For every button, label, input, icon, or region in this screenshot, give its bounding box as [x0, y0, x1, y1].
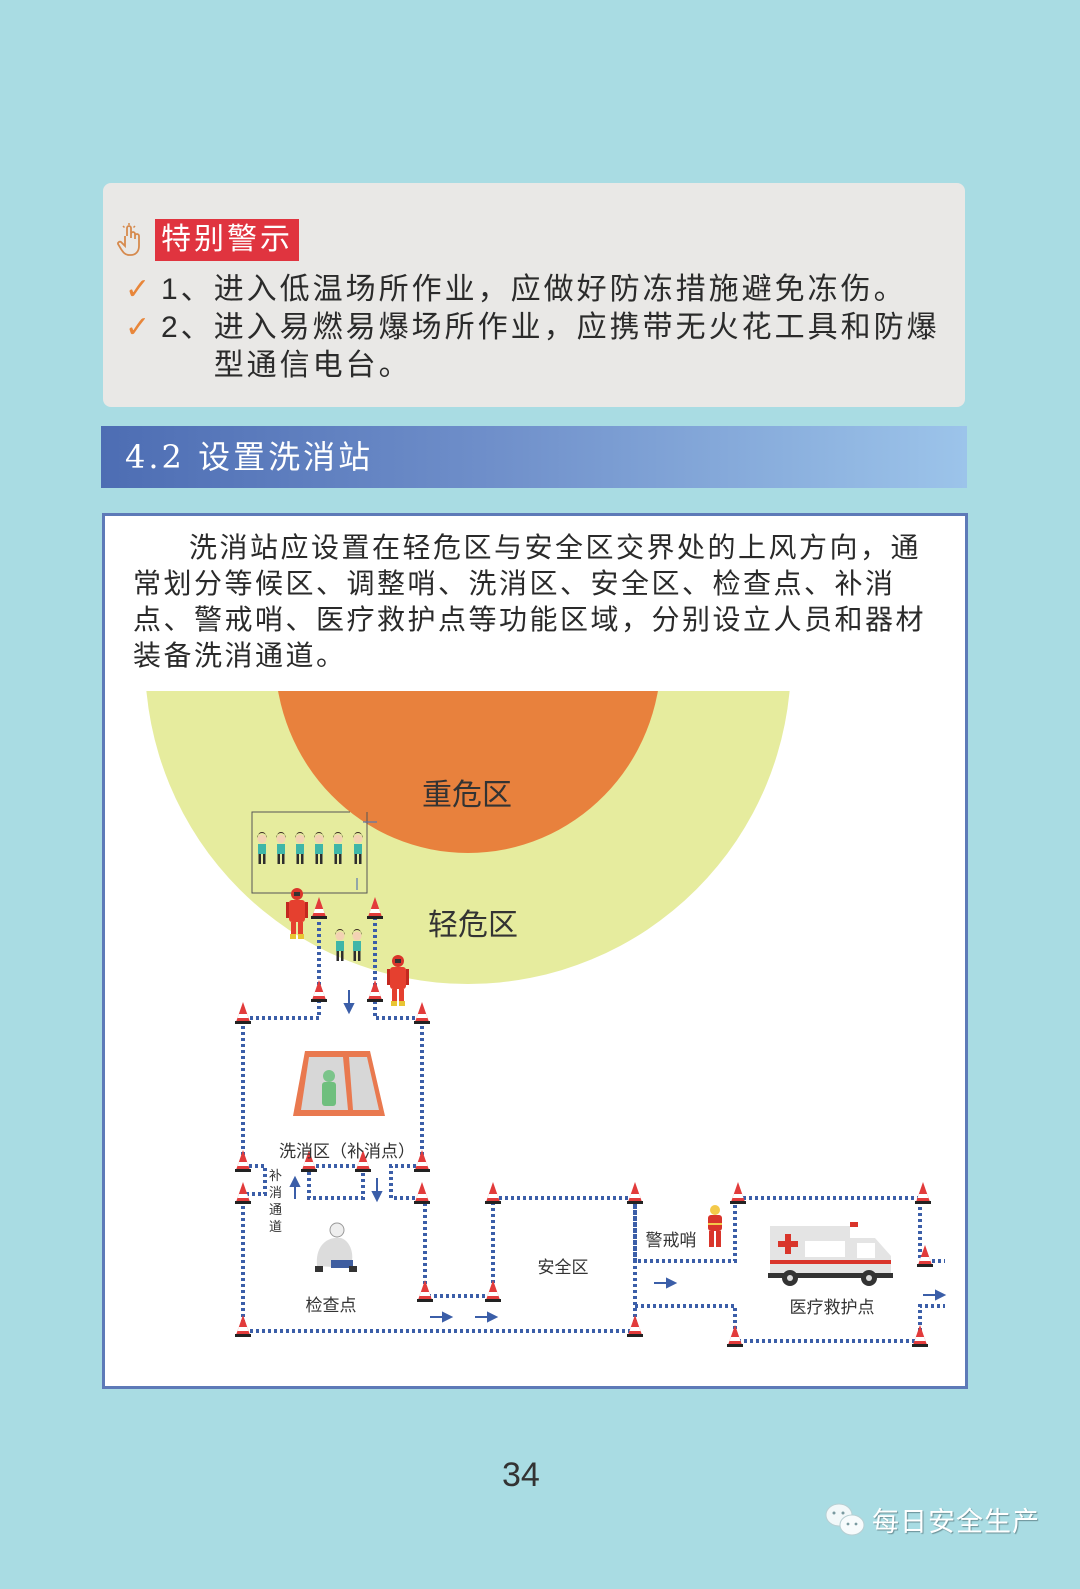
traffic-cones — [235, 897, 933, 1347]
section-header: 4.2 设置洗消站 — [101, 426, 967, 488]
wechat-icon — [825, 1503, 865, 1535]
flow-arrows — [289, 990, 947, 1323]
checkpoint-label: 检查点 — [306, 1296, 357, 1316]
decon-zone-label: 洗消区（补消点） — [279, 1142, 415, 1162]
supplement-channel-label: 补 消 通 道 — [269, 1169, 282, 1235]
svg-text:通: 通 — [269, 1203, 282, 1218]
check-icon: ✓ — [125, 272, 154, 307]
page-number: 34 — [502, 1456, 540, 1494]
warning-item: ✓ 2、 进入易燃易爆场所作业，应携带无火花工具和防爆型通信电台。 — [125, 310, 940, 383]
guard-post-label: 警戒哨 — [646, 1231, 697, 1251]
watermark: 每日安全生产 — [824, 1500, 1040, 1539]
svg-text:消: 消 — [269, 1186, 282, 1201]
medical-point-label: 医疗救护点 — [790, 1298, 875, 1318]
warning-item: ✓ 1、 进入低温场所作业，应做好防冻措施避免冻伤。 — [125, 272, 907, 307]
check-icon: ✓ — [125, 310, 154, 345]
warning-list: ✓ 1、 进入低温场所作业，应做好防冻措施避免冻伤。 ✓ 2、 进入易燃易爆场所… — [125, 271, 949, 385]
waiting-area — [251, 811, 377, 961]
warning-header: 特别警示 — [115, 219, 299, 261]
decontamination-station-diagram: 重危区 轻危区 — [146, 691, 947, 1347]
warning-badge: 特别警示 — [155, 219, 299, 261]
pointing-hand-icon — [117, 223, 140, 256]
decon-tent-icon — [293, 1051, 385, 1116]
inspector-icon — [315, 1222, 357, 1272]
safe-zone-label: 安全区 — [538, 1258, 589, 1278]
content-card: 洗消站应设置在轻危区与安全区交界处的上风方向，通常划分等候区、调整哨、洗消区、安… — [102, 513, 968, 1389]
body-paragraph: 洗消站应设置在轻危区与安全区交界处的上风方向，通常划分等候区、调整哨、洗消区、安… — [133, 531, 927, 672]
section-title: 4.2 设置洗消站 — [125, 438, 374, 476]
heavy-hazard-zone — [278, 691, 658, 853]
light-zone-label: 轻危区 — [428, 908, 518, 943]
heavy-zone-label: 重危区 — [422, 778, 512, 813]
svg-text:道: 道 — [269, 1220, 282, 1235]
watermark-text: 每日安全生产 — [872, 1507, 1040, 1538]
special-warning-card: 特别警示 ✓ 1、 进入低温场所作业，应做好防冻措施避免冻伤。 ✓ 2、 进入易… — [103, 183, 965, 407]
ambulance-icon — [768, 1222, 893, 1286]
svg-text:补: 补 — [269, 1169, 282, 1184]
firefighter-icon — [708, 1205, 722, 1247]
